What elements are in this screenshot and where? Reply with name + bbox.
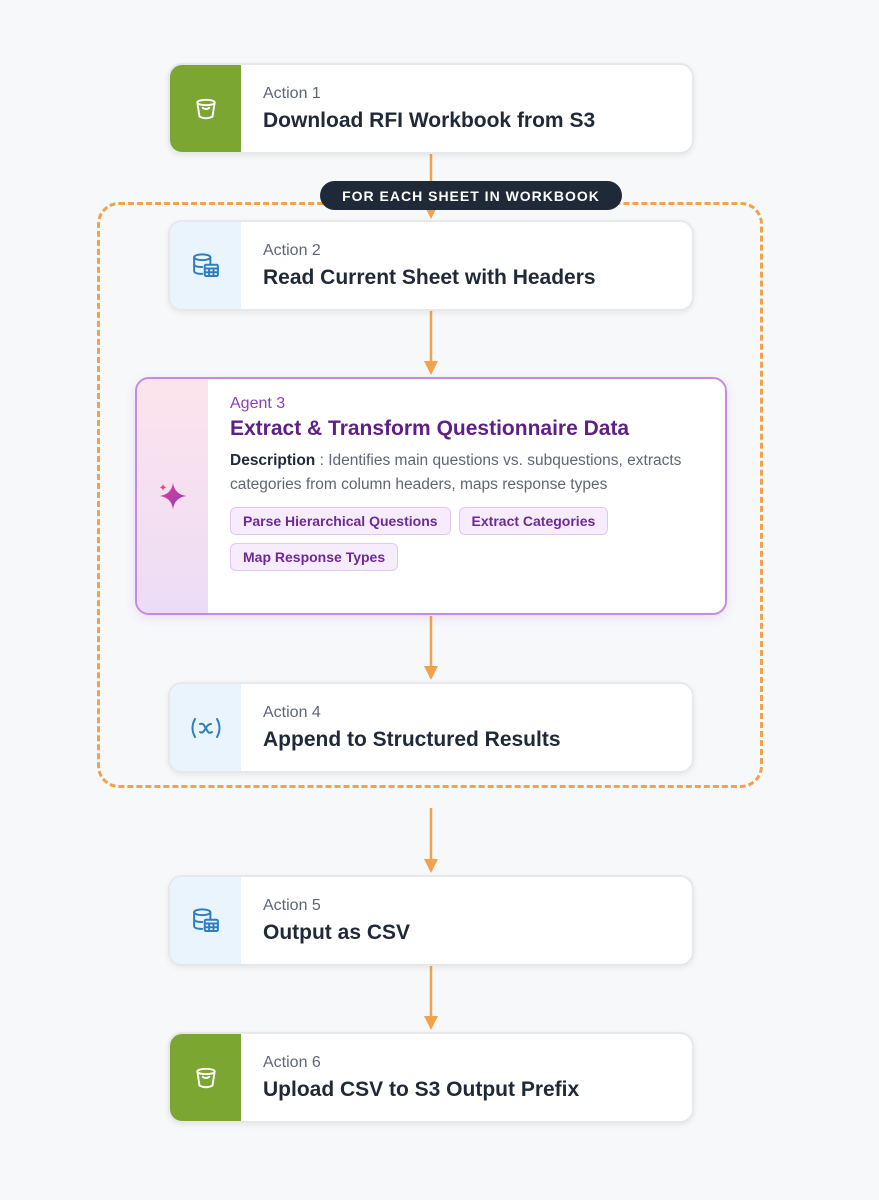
agent-description: Description : Identifies main questions … xyxy=(230,449,692,497)
tag-map-response-types: Map Response Types xyxy=(230,543,399,571)
loop-label: FOR EACH SHEET IN WORKBOOK xyxy=(320,181,622,210)
step-icon-panel xyxy=(170,222,241,309)
step-label: Action 2 xyxy=(263,241,321,259)
bucket-icon xyxy=(195,98,216,119)
step-label: Action 4 xyxy=(263,703,321,721)
step-icon-panel xyxy=(170,684,241,771)
connector-arrow-2-3 xyxy=(424,311,438,375)
step-card-agent-3[interactable]: Agent 3 Extract & Transform Questionnair… xyxy=(135,377,727,615)
step-icon-panel xyxy=(170,65,241,152)
tag-extract-categories: Extract Categories xyxy=(458,507,609,535)
step-card-action-4[interactable]: Action 4 Append to Structured Results xyxy=(168,682,694,773)
step-icon-panel xyxy=(170,877,241,964)
agent-tags: Parse Hierarchical Questions Extract Cat… xyxy=(230,507,700,571)
database-table-icon xyxy=(192,252,219,277)
variable-icon xyxy=(191,717,220,738)
connector-arrow-4-5 xyxy=(424,808,438,873)
database-table-icon xyxy=(192,907,219,932)
connector-arrow-5-6 xyxy=(424,966,438,1030)
step-card-action-2[interactable]: Action 2 Read Current Sheet with Headers xyxy=(168,220,694,311)
sparkle-icon xyxy=(159,482,186,510)
step-label: Action 6 xyxy=(263,1053,321,1071)
description-label: Description xyxy=(230,452,316,469)
agent-title: Extract & Transform Questionnaire Data xyxy=(230,417,630,440)
bucket-icon xyxy=(195,1067,216,1088)
step-title: Read Current Sheet with Headers xyxy=(263,265,596,289)
step-card-action-6[interactable]: Action 6 Upload CSV to S3 Output Prefix xyxy=(168,1032,694,1123)
step-title: Upload CSV to S3 Output Prefix xyxy=(263,1077,580,1101)
step-card-action-1[interactable]: Action 1 Download RFI Workbook from S3 xyxy=(168,63,694,154)
step-icon-panel xyxy=(170,1034,241,1121)
step-label: Action 1 xyxy=(263,84,321,102)
tag-parse-hierarchical-questions: Parse Hierarchical Questions xyxy=(230,507,451,535)
step-label: Action 5 xyxy=(263,896,321,914)
step-title: Append to Structured Results xyxy=(263,727,561,751)
step-card-action-5[interactable]: Action 5 Output as CSV xyxy=(168,875,694,966)
agent-icon-panel xyxy=(137,379,208,613)
step-title: Output as CSV xyxy=(263,920,411,944)
description-text: : Identifies main questions vs. subquest… xyxy=(230,452,682,493)
step-title: Download RFI Workbook from S3 xyxy=(263,108,596,132)
connector-arrow-3-4 xyxy=(424,616,438,680)
agent-label: Agent 3 xyxy=(230,395,286,412)
